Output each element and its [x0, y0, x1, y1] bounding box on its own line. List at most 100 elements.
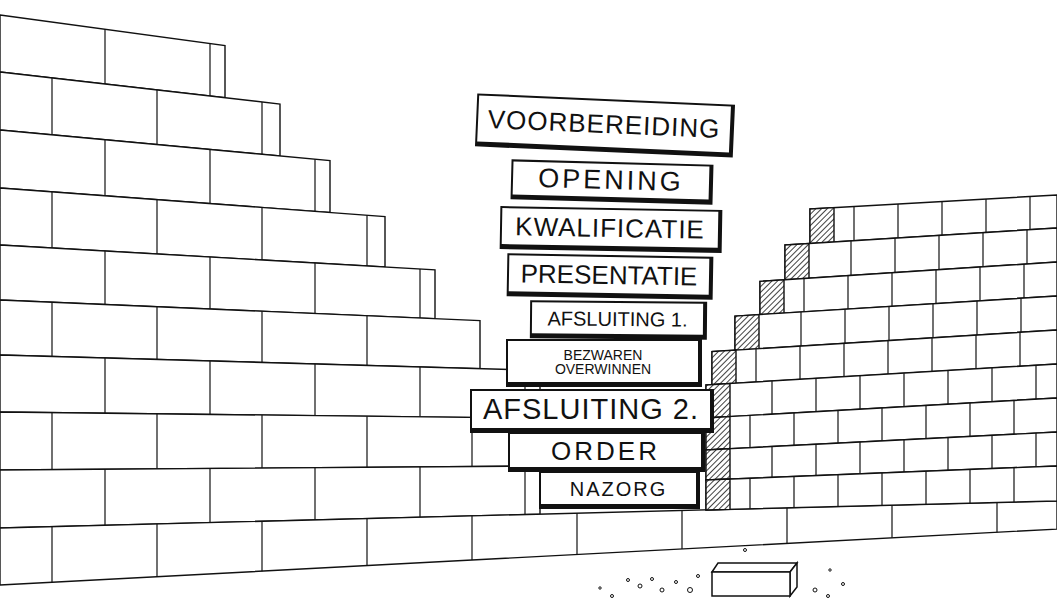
brick-joint	[51, 527, 52, 583]
brick-joint	[261, 311, 262, 362]
brick-joint	[104, 469, 105, 525]
brick-joint	[261, 415, 262, 468]
brick-joint	[156, 524, 157, 577]
brick-front	[712, 572, 790, 596]
brick-joint	[104, 251, 105, 305]
brick-joint	[985, 199, 986, 232]
brick-joint	[938, 235, 939, 269]
step-label: ORDER	[551, 438, 660, 464]
brick-joint	[314, 159, 315, 211]
step-plank: OPENING	[511, 159, 714, 204]
brick-joint	[793, 476, 794, 507]
brick-joint	[976, 301, 977, 335]
brick-joint	[881, 408, 882, 441]
brick-joint	[881, 473, 882, 506]
brick-joint	[844, 309, 845, 343]
brick-joint	[261, 102, 262, 154]
brick-joint	[947, 371, 948, 405]
brick-joint	[209, 257, 210, 309]
brick-joint	[209, 361, 210, 414]
brick-joint	[419, 467, 420, 517]
brick-joint	[419, 367, 420, 417]
step-plank: KWALIFICATIE	[500, 206, 723, 253]
brick-joint	[982, 233, 983, 267]
step-label: VOORBEREIDING	[487, 106, 721, 142]
brick-joint	[947, 438, 948, 471]
step-plank: ORDER	[508, 432, 705, 472]
step-plank: BEZWAREN OVERWINNEN	[506, 339, 702, 387]
step-plank: PRESENTATIE	[507, 253, 714, 300]
brick-joint	[979, 267, 980, 301]
brick-side	[790, 563, 797, 596]
brick-joint	[576, 513, 577, 554]
brick-row	[0, 355, 540, 418]
brick-joint	[51, 302, 52, 356]
brick-joint	[969, 403, 970, 437]
brick-joint	[156, 307, 157, 360]
brick-joint	[1035, 365, 1036, 399]
brick-end-face	[760, 280, 784, 315]
step-label: AFSLUITING 2.	[483, 395, 699, 424]
brick-end-face	[810, 208, 834, 244]
brick-joint	[366, 416, 367, 467]
brick-row	[706, 466, 1057, 510]
brick-joint	[991, 368, 992, 402]
brick-joint	[969, 469, 970, 503]
brick-joint	[51, 413, 52, 470]
brick-joint	[891, 505, 892, 538]
brick-top	[712, 563, 797, 572]
brick-joint	[925, 471, 926, 504]
brick-joint	[261, 521, 262, 571]
brick-joint	[1029, 197, 1030, 230]
brick-joint	[51, 192, 52, 248]
step-plank: NAZORG	[539, 471, 700, 509]
brick-joint	[156, 90, 157, 145]
brick-joint	[903, 373, 904, 407]
brick-joint	[793, 413, 794, 446]
brick-joint	[843, 343, 844, 376]
brick-joint	[209, 150, 210, 204]
brick-joint	[837, 475, 838, 507]
brick-joint	[366, 316, 367, 366]
step-plank: VOORBEREIDING	[475, 93, 735, 157]
brick-joint	[932, 304, 933, 338]
brick-joint	[837, 410, 838, 443]
step-label: PRESENTATIE	[520, 260, 697, 289]
brick-joint	[931, 338, 932, 372]
brick-joint	[975, 335, 976, 369]
brick-joint	[996, 502, 997, 532]
brick-joint	[366, 519, 367, 566]
brick-joint	[749, 415, 750, 447]
step-plank: AFSLUITING 2.	[470, 389, 714, 433]
step-label: NAZORG	[570, 479, 668, 499]
brick-row	[0, 501, 1057, 585]
step-label: OPENING	[538, 165, 684, 196]
brick-joint	[471, 516, 472, 560]
brick-joint	[1020, 298, 1021, 332]
brick-joint	[991, 435, 992, 468]
brick-joint	[314, 468, 315, 520]
brick-joint	[941, 202, 942, 236]
brick-joint	[104, 29, 105, 84]
loose-brick	[599, 549, 845, 598]
pebbles	[599, 549, 845, 598]
brick-joint	[1026, 230, 1027, 264]
brick-joint	[771, 447, 772, 478]
brick-joint	[803, 279, 804, 312]
brick-joint	[419, 269, 420, 318]
brick-joint	[1035, 433, 1036, 467]
brick-joint	[366, 215, 367, 266]
brick-joint	[771, 381, 772, 414]
brick-joint	[888, 307, 889, 341]
brick-joint	[887, 341, 888, 375]
step-label: AFSLUITING 1.	[547, 308, 687, 329]
brick-end-face	[785, 244, 809, 280]
brick-joint	[853, 207, 854, 241]
brick-end-face	[712, 350, 736, 385]
brick-joint	[1013, 400, 1014, 434]
brick-joint	[209, 469, 210, 523]
brick-joint	[903, 440, 904, 472]
brick-joint	[859, 376, 860, 409]
